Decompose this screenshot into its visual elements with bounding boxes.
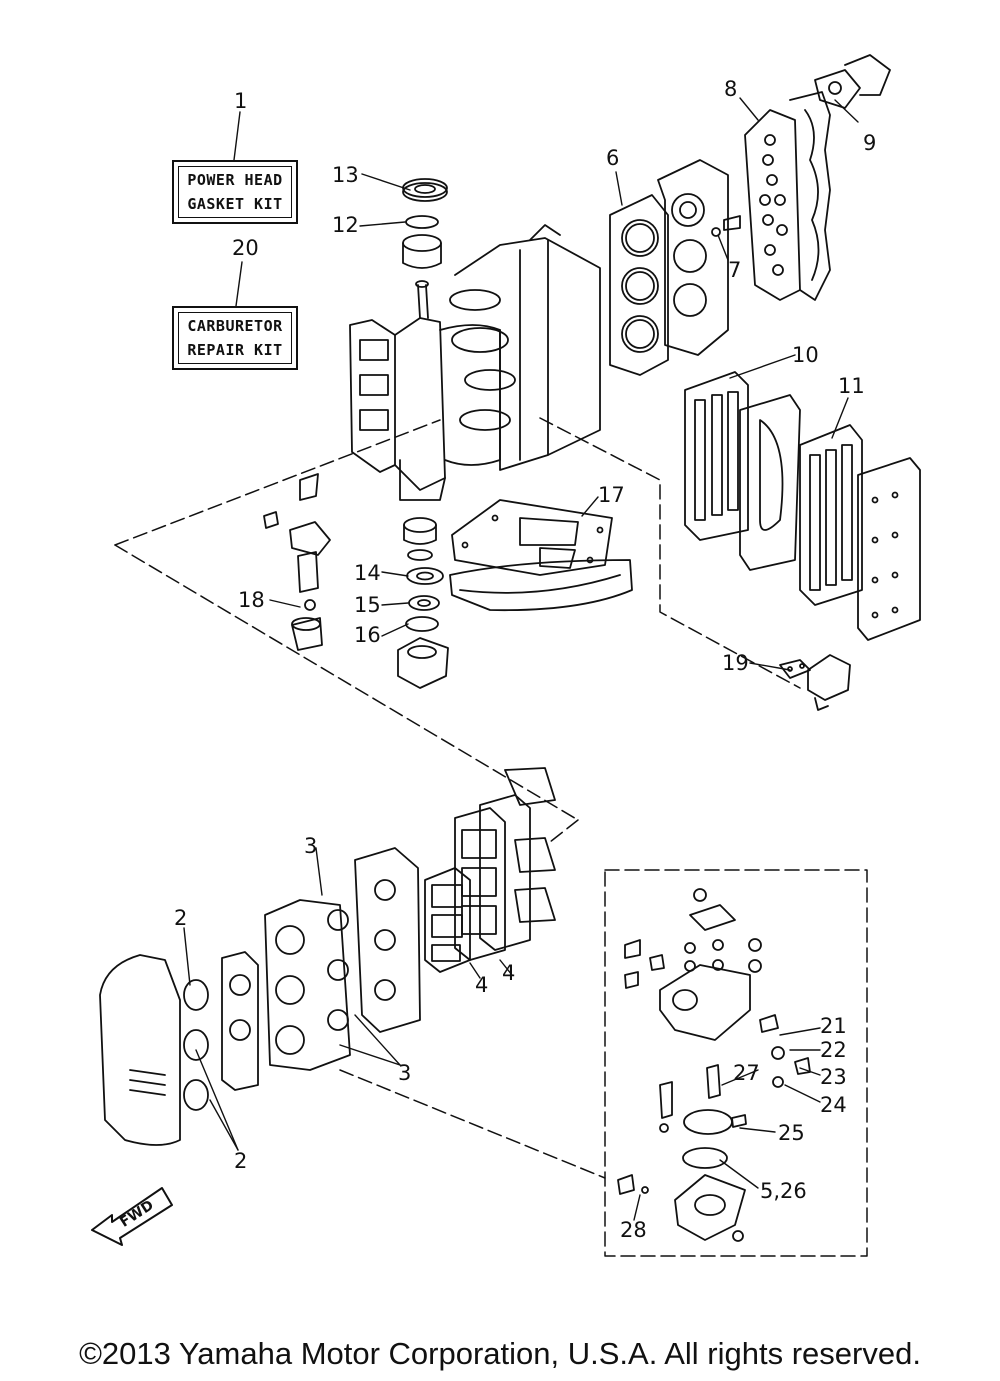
callout-28: 28 <box>620 1218 647 1242</box>
callout-4: 4 <box>475 973 488 997</box>
part-3-intake-manifold <box>264 899 351 1071</box>
leader-lines <box>183 97 859 1221</box>
callout-11: 11 <box>838 374 865 398</box>
kit-label-line2: REPAIR KIT <box>187 341 283 359</box>
callout-21: 21 <box>820 1014 847 1038</box>
callout-15: 15 <box>354 593 381 617</box>
circlip <box>407 549 433 561</box>
callout-5-26: 5,26 <box>760 1179 807 1203</box>
callout-8: 8 <box>724 77 737 101</box>
part-9-gasket <box>814 54 891 109</box>
part-7-bolt <box>711 215 741 237</box>
kit-label-line1: CARBURETOR <box>187 317 283 335</box>
copyright-notice: ©2013 Yamaha Motor Corporation, U.S.A. A… <box>79 1336 921 1371</box>
callout-27: 27 <box>733 1061 760 1085</box>
callout-3: 3 <box>398 1061 411 1085</box>
part-22-main-jet <box>771 1046 785 1060</box>
part-15-oil-seal <box>408 595 440 611</box>
part-23-plug <box>794 1057 811 1075</box>
callout-25: 25 <box>778 1121 805 1145</box>
callout-10: 10 <box>792 343 819 367</box>
kit-label-line2: GASKET KIT <box>187 195 283 213</box>
callout-23: 23 <box>820 1065 847 1089</box>
callout-18: 18 <box>238 588 265 612</box>
part-8-head-cover-gasket <box>744 109 801 301</box>
head-cover <box>789 91 831 301</box>
callout-7: 7 <box>728 258 741 282</box>
callout-20: 20 <box>232 236 259 260</box>
part-13-oil-seal <box>402 178 448 202</box>
part-5-26-o-ring <box>682 1147 728 1169</box>
part-6-cylinder-head-gasket <box>609 194 669 376</box>
callout-2: 2 <box>174 906 187 930</box>
reed-valve-plate <box>354 847 421 1033</box>
part-2-gaskets <box>183 979 209 1111</box>
float-chamber <box>674 1174 746 1242</box>
callout-17: 17 <box>598 483 625 507</box>
exhaust-inner-cover <box>739 394 801 571</box>
callout-19: 19 <box>722 651 749 675</box>
exhaust-outer-cover <box>857 457 921 641</box>
part-11-exhaust-cover-gasket <box>799 424 863 606</box>
callout-4: 4 <box>502 961 515 985</box>
part-16-o-ring <box>405 616 439 632</box>
part-10-exhaust-gasket <box>684 371 749 541</box>
callout-1: 1 <box>234 89 247 113</box>
part-28-drain-screw <box>617 1174 649 1195</box>
part-27-needle-valve <box>706 1064 721 1099</box>
part-25-float <box>683 1109 747 1135</box>
callout-2: 2 <box>234 1149 247 1173</box>
fuel-pump-fitting <box>263 473 331 651</box>
reed-valves <box>479 767 556 951</box>
carburetor-body <box>624 888 762 1133</box>
thermostat-cover <box>807 654 851 711</box>
part-17-base-gasket <box>451 499 613 576</box>
kit-label-line1: POWER HEAD <box>187 171 283 189</box>
lower-bearing-housing <box>397 637 449 689</box>
carburetor-detail-box <box>604 869 868 1257</box>
part-19-gasket <box>779 659 811 679</box>
callout-22: 22 <box>820 1038 847 1062</box>
reference-lines <box>114 417 801 1179</box>
power-head-gasket-kit-box: POWER HEAD GASKET KIT <box>172 160 298 224</box>
callout-labels: 2 2 3 3 4 4 6 7 8 9 10 11 12 13 14 15 16… <box>174 77 876 1242</box>
callout-12: 12 <box>332 213 359 237</box>
callout-9: 9 <box>863 131 876 155</box>
callout-13: 13 <box>332 163 359 187</box>
callout-14: 14 <box>354 561 381 585</box>
cylinder-head <box>657 159 729 356</box>
part-14-bearing <box>406 567 444 585</box>
carburetor-repair-kit-box: CARBURETOR REPAIR KIT <box>172 306 298 370</box>
fwd-label: FWD <box>117 1197 156 1230</box>
part-21-gasket <box>759 1014 779 1033</box>
exhaust-guide <box>449 559 633 612</box>
part-12-o-ring <box>405 215 439 229</box>
callout-6: 6 <box>606 146 619 170</box>
intake-silencer <box>99 954 181 1146</box>
callout-3: 3 <box>304 834 317 858</box>
bearing-sleeve <box>402 234 442 269</box>
fwd-arrow <box>91 1187 173 1246</box>
callout-24: 24 <box>820 1093 847 1117</box>
part-4-gasket-b <box>454 807 506 961</box>
power-head-crankcase <box>349 224 601 501</box>
part-4-gasket-a <box>424 867 471 973</box>
silencer-gasket <box>221 951 259 1091</box>
part-24-screw <box>772 1076 784 1088</box>
callout-16: 16 <box>354 623 381 647</box>
lower-seal <box>403 517 437 545</box>
